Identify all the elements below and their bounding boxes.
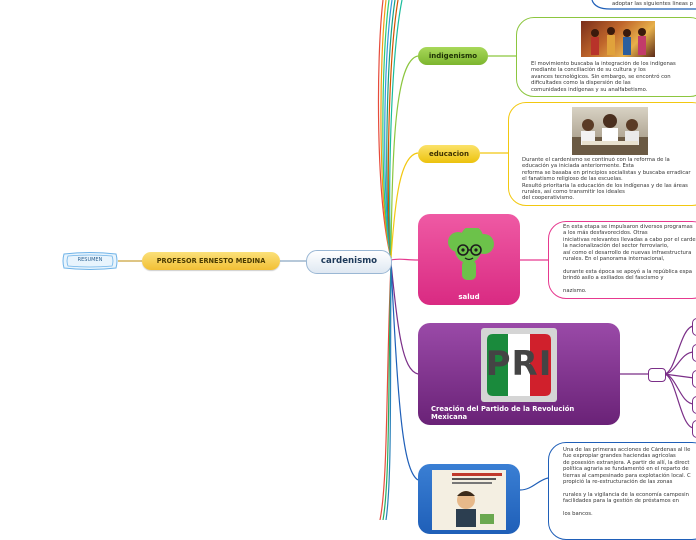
- connector-pri-sub-3: [663, 373, 695, 379]
- pri-flag-icon: [487, 334, 551, 396]
- classroom-children-icon: [572, 114, 648, 155]
- resumen-node[interactable]: RESUMEN: [62, 251, 118, 271]
- educacion-text: Durante el cardenismo se continuó con la…: [522, 157, 691, 202]
- branch-line-indigenismo: [390, 55, 419, 259]
- cardenas-cartoon-icon: [452, 473, 502, 527]
- resumen-frame: [62, 252, 118, 270]
- pri-label: Creación del Partido de la Revolución Me…: [431, 405, 575, 422]
- bottom-node-image: [432, 470, 506, 530]
- resumen-label: RESUMEN: [77, 257, 103, 263]
- author-node[interactable]: PROFESOR ERNESTO MEDINA: [142, 252, 280, 270]
- salud-text: En esta etapa se impulsaron diversos pro…: [563, 224, 696, 295]
- pri-logo-letters: PRI: [485, 344, 553, 384]
- salud-bubble: [548, 221, 696, 299]
- indigenismo-label: indigenismo: [428, 52, 478, 60]
- pri-subnode-1[interactable]: [692, 318, 696, 336]
- connector-pri-sub-4: [663, 373, 695, 405]
- connector-lines: [118, 0, 696, 520]
- connector-bottom-text: [519, 477, 549, 491]
- author-label: PROFESOR ERNESTO MEDINA: [156, 257, 266, 265]
- connector-pri-sub-1: [663, 325, 695, 375]
- branch-line-bottom: [390, 263, 419, 481]
- pri-node[interactable]: PRI Creación del Partido de la Revolució…: [418, 323, 620, 425]
- pri-logo: PRI: [481, 328, 557, 402]
- indigenismo-node[interactable]: indigenismo: [418, 47, 488, 65]
- branch-line-7: [389, 0, 403, 259]
- branch-line-8: [379, 263, 392, 520]
- branch-line-pri: [390, 262, 419, 375]
- salud-label: salud: [458, 293, 480, 301]
- branch-line-9: [382, 263, 392, 520]
- central-label: cardenismo: [320, 256, 378, 266]
- bottom-node[interactable]: [418, 464, 520, 534]
- branch-line-1: [377, 0, 392, 259]
- connector-pri-sub-5: [663, 373, 695, 429]
- branch-line-4: [384, 0, 393, 259]
- broccoli-mascot-icon: [448, 228, 494, 280]
- branch-line-salud: [390, 258, 419, 261]
- branch-line-educacion: [390, 152, 419, 259]
- salud-node[interactable]: salud: [418, 214, 520, 305]
- educacion-label: educacion: [429, 150, 469, 158]
- mind-map-canvas: adoptar las siguientes líneas p RESUMEN …: [62, 0, 696, 540]
- pri-subnode-5[interactable]: [692, 420, 696, 438]
- pri-subnode-4[interactable]: [692, 396, 696, 414]
- branch-line-10: [385, 263, 392, 520]
- indigenismo-figures-icon: [591, 27, 646, 55]
- pri-subnode-2[interactable]: [692, 344, 696, 362]
- pri-subnode-3[interactable]: [692, 370, 696, 388]
- indigenismo-text: El movimiento buscaba la integración de …: [531, 61, 676, 93]
- educacion-node[interactable]: educacion: [418, 145, 480, 163]
- connector-pri-sub-2: [663, 351, 695, 375]
- top-text-fragment: adoptar las siguientes líneas p: [612, 1, 693, 7]
- educacion-image: [572, 107, 648, 155]
- bottom-text: Una de las primeras acciones de Cárdenas…: [563, 447, 691, 518]
- indigenismo-image: [581, 21, 655, 57]
- pri-hub[interactable]: [648, 368, 666, 382]
- top-bubble-edge: [591, 0, 696, 10]
- central-node[interactable]: cardenismo: [306, 250, 392, 274]
